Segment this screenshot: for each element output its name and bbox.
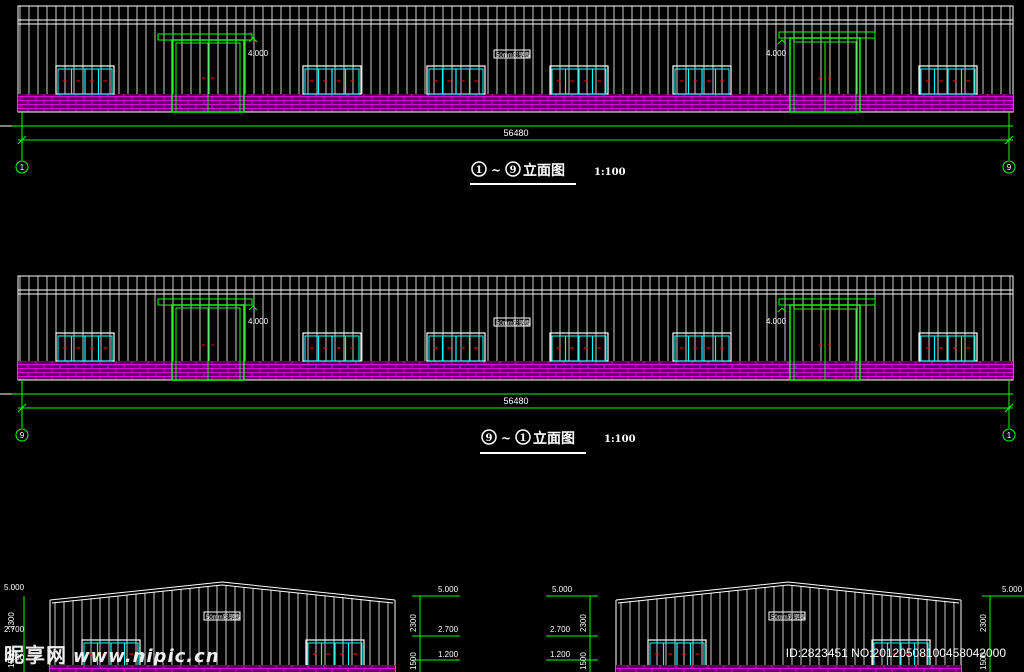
svg-text:5.000: 5.000 bbox=[552, 585, 573, 594]
elevation-1-panel-note: 50mm彩钢板 bbox=[496, 51, 531, 59]
gable-2-right-dims: 5.000 2300 1500 bbox=[979, 585, 1024, 672]
window bbox=[55, 332, 115, 362]
elevation-2-title: 9 ~ 1 立面图 1:100 bbox=[480, 429, 636, 454]
gable-elevation-1: 50mm彩钢板 5.000 2300 2.700 1.200 1500 5.00… bbox=[4, 581, 460, 672]
svg-text:立面图: 立面图 bbox=[533, 430, 575, 447]
svg-text:1.200: 1.200 bbox=[550, 650, 571, 659]
elevation-1-title: 1 ~ 9 立面图 1:100 bbox=[470, 161, 626, 185]
svg-text:9: 9 bbox=[486, 433, 493, 444]
elevation-1-door-left bbox=[157, 33, 253, 113]
window bbox=[549, 65, 609, 95]
window bbox=[672, 65, 732, 95]
svg-text:1.200: 1.200 bbox=[4, 653, 25, 662]
svg-text:5.000: 5.000 bbox=[438, 585, 459, 594]
watermark-id: ID:2823451 NO:20120508100458042000 bbox=[785, 646, 1006, 660]
elevation-1-total-dimension: 56480 bbox=[503, 128, 528, 138]
svg-text:2300: 2300 bbox=[579, 614, 588, 632]
gable-2-panel-note: 50mm彩钢板 bbox=[771, 613, 806, 621]
elevation-2-brick-base bbox=[18, 361, 1013, 380]
svg-text:~: ~ bbox=[501, 431, 511, 445]
window bbox=[55, 65, 115, 95]
gable-2-left-dims: 5.000 2.700 1.200 2300 1500 bbox=[546, 585, 598, 672]
svg-text:1500: 1500 bbox=[979, 652, 988, 670]
elevation-2-door-height-left: 4.000 bbox=[248, 317, 269, 326]
svg-text:1500: 1500 bbox=[409, 652, 418, 670]
elevation-1-door-height-left: 4.000 bbox=[248, 49, 269, 58]
svg-text:2300: 2300 bbox=[7, 612, 16, 630]
svg-text:2300: 2300 bbox=[409, 614, 418, 632]
elevation-1-windows bbox=[55, 65, 978, 95]
svg-text:1.200: 1.200 bbox=[438, 650, 459, 659]
window bbox=[426, 65, 486, 95]
elevation-2-door-height-right: 4.000 bbox=[766, 317, 787, 326]
elevation-1-scale: 1:100 bbox=[594, 167, 626, 178]
window bbox=[426, 332, 486, 362]
elevation-1-axis-right: 9 bbox=[1007, 163, 1012, 172]
elevation-1-axis-left: 1 bbox=[20, 163, 25, 172]
window bbox=[302, 332, 362, 362]
window bbox=[918, 65, 978, 95]
svg-text:1500: 1500 bbox=[579, 652, 588, 670]
elevation-2-scale: 1:100 bbox=[604, 434, 636, 445]
gable-1-left-dims: 5.000 2300 2.700 1.200 1500 bbox=[4, 583, 25, 672]
window bbox=[918, 332, 978, 362]
svg-text:9: 9 bbox=[510, 165, 517, 176]
elevation-1-siding bbox=[17, 5, 1014, 113]
svg-text:2.700: 2.700 bbox=[550, 625, 571, 634]
svg-text:2.700: 2.700 bbox=[4, 625, 25, 634]
gable-1-panel-note: 50mm彩钢板 bbox=[206, 613, 241, 621]
gable-1-right-dims: 5.000 2300 2.700 1.200 1500 bbox=[409, 585, 460, 672]
elevation-2-axis-right: 1 bbox=[1007, 431, 1012, 440]
gable-elevation-2: 50mm彩钢板 5.000 2.700 1.200 2300 1500 5.00… bbox=[546, 581, 1024, 672]
svg-text:5.000: 5.000 bbox=[1002, 585, 1023, 594]
svg-text:5.000: 5.000 bbox=[4, 583, 25, 592]
elevation-2-door-left bbox=[157, 298, 253, 381]
elevation-1: 4.000 50mm彩钢板 4.000 56480 1 9 1 ~ 9 bbox=[0, 5, 1016, 185]
svg-text:立面图: 立面图 bbox=[523, 162, 565, 179]
window bbox=[305, 639, 365, 667]
svg-text:2.700: 2.700 bbox=[438, 625, 459, 634]
elevation-2-siding bbox=[17, 275, 1014, 381]
svg-text:1500: 1500 bbox=[7, 650, 16, 668]
window bbox=[302, 65, 362, 95]
window bbox=[672, 332, 732, 362]
window bbox=[549, 332, 609, 362]
elevation-1-door-right bbox=[778, 31, 876, 113]
elevation-2-door-right bbox=[778, 298, 876, 381]
svg-text:~: ~ bbox=[491, 163, 501, 177]
elevation-2-windows bbox=[55, 332, 978, 362]
watermark-logo: 昵享网 www.nipic.cn bbox=[4, 639, 220, 668]
svg-text:1: 1 bbox=[520, 433, 527, 444]
elevation-1-brick-base bbox=[18, 94, 1013, 112]
elevation-2: 4.000 50mm彩钢板 4.000 56480 9 1 9 ~ 1 bbox=[0, 275, 1016, 454]
watermark-brand: 昵享网 bbox=[4, 643, 67, 667]
elevation-2-panel-note: 50mm彩钢板 bbox=[496, 319, 531, 327]
elevation-2-axis-left: 9 bbox=[20, 431, 25, 440]
svg-text:1: 1 bbox=[476, 165, 483, 176]
svg-text:2300: 2300 bbox=[979, 614, 988, 632]
elevation-2-total-dimension: 56480 bbox=[503, 396, 528, 406]
elevation-1-door-height-right: 4.000 bbox=[766, 49, 787, 58]
watermark-url: www.nipic.cn bbox=[73, 646, 220, 667]
